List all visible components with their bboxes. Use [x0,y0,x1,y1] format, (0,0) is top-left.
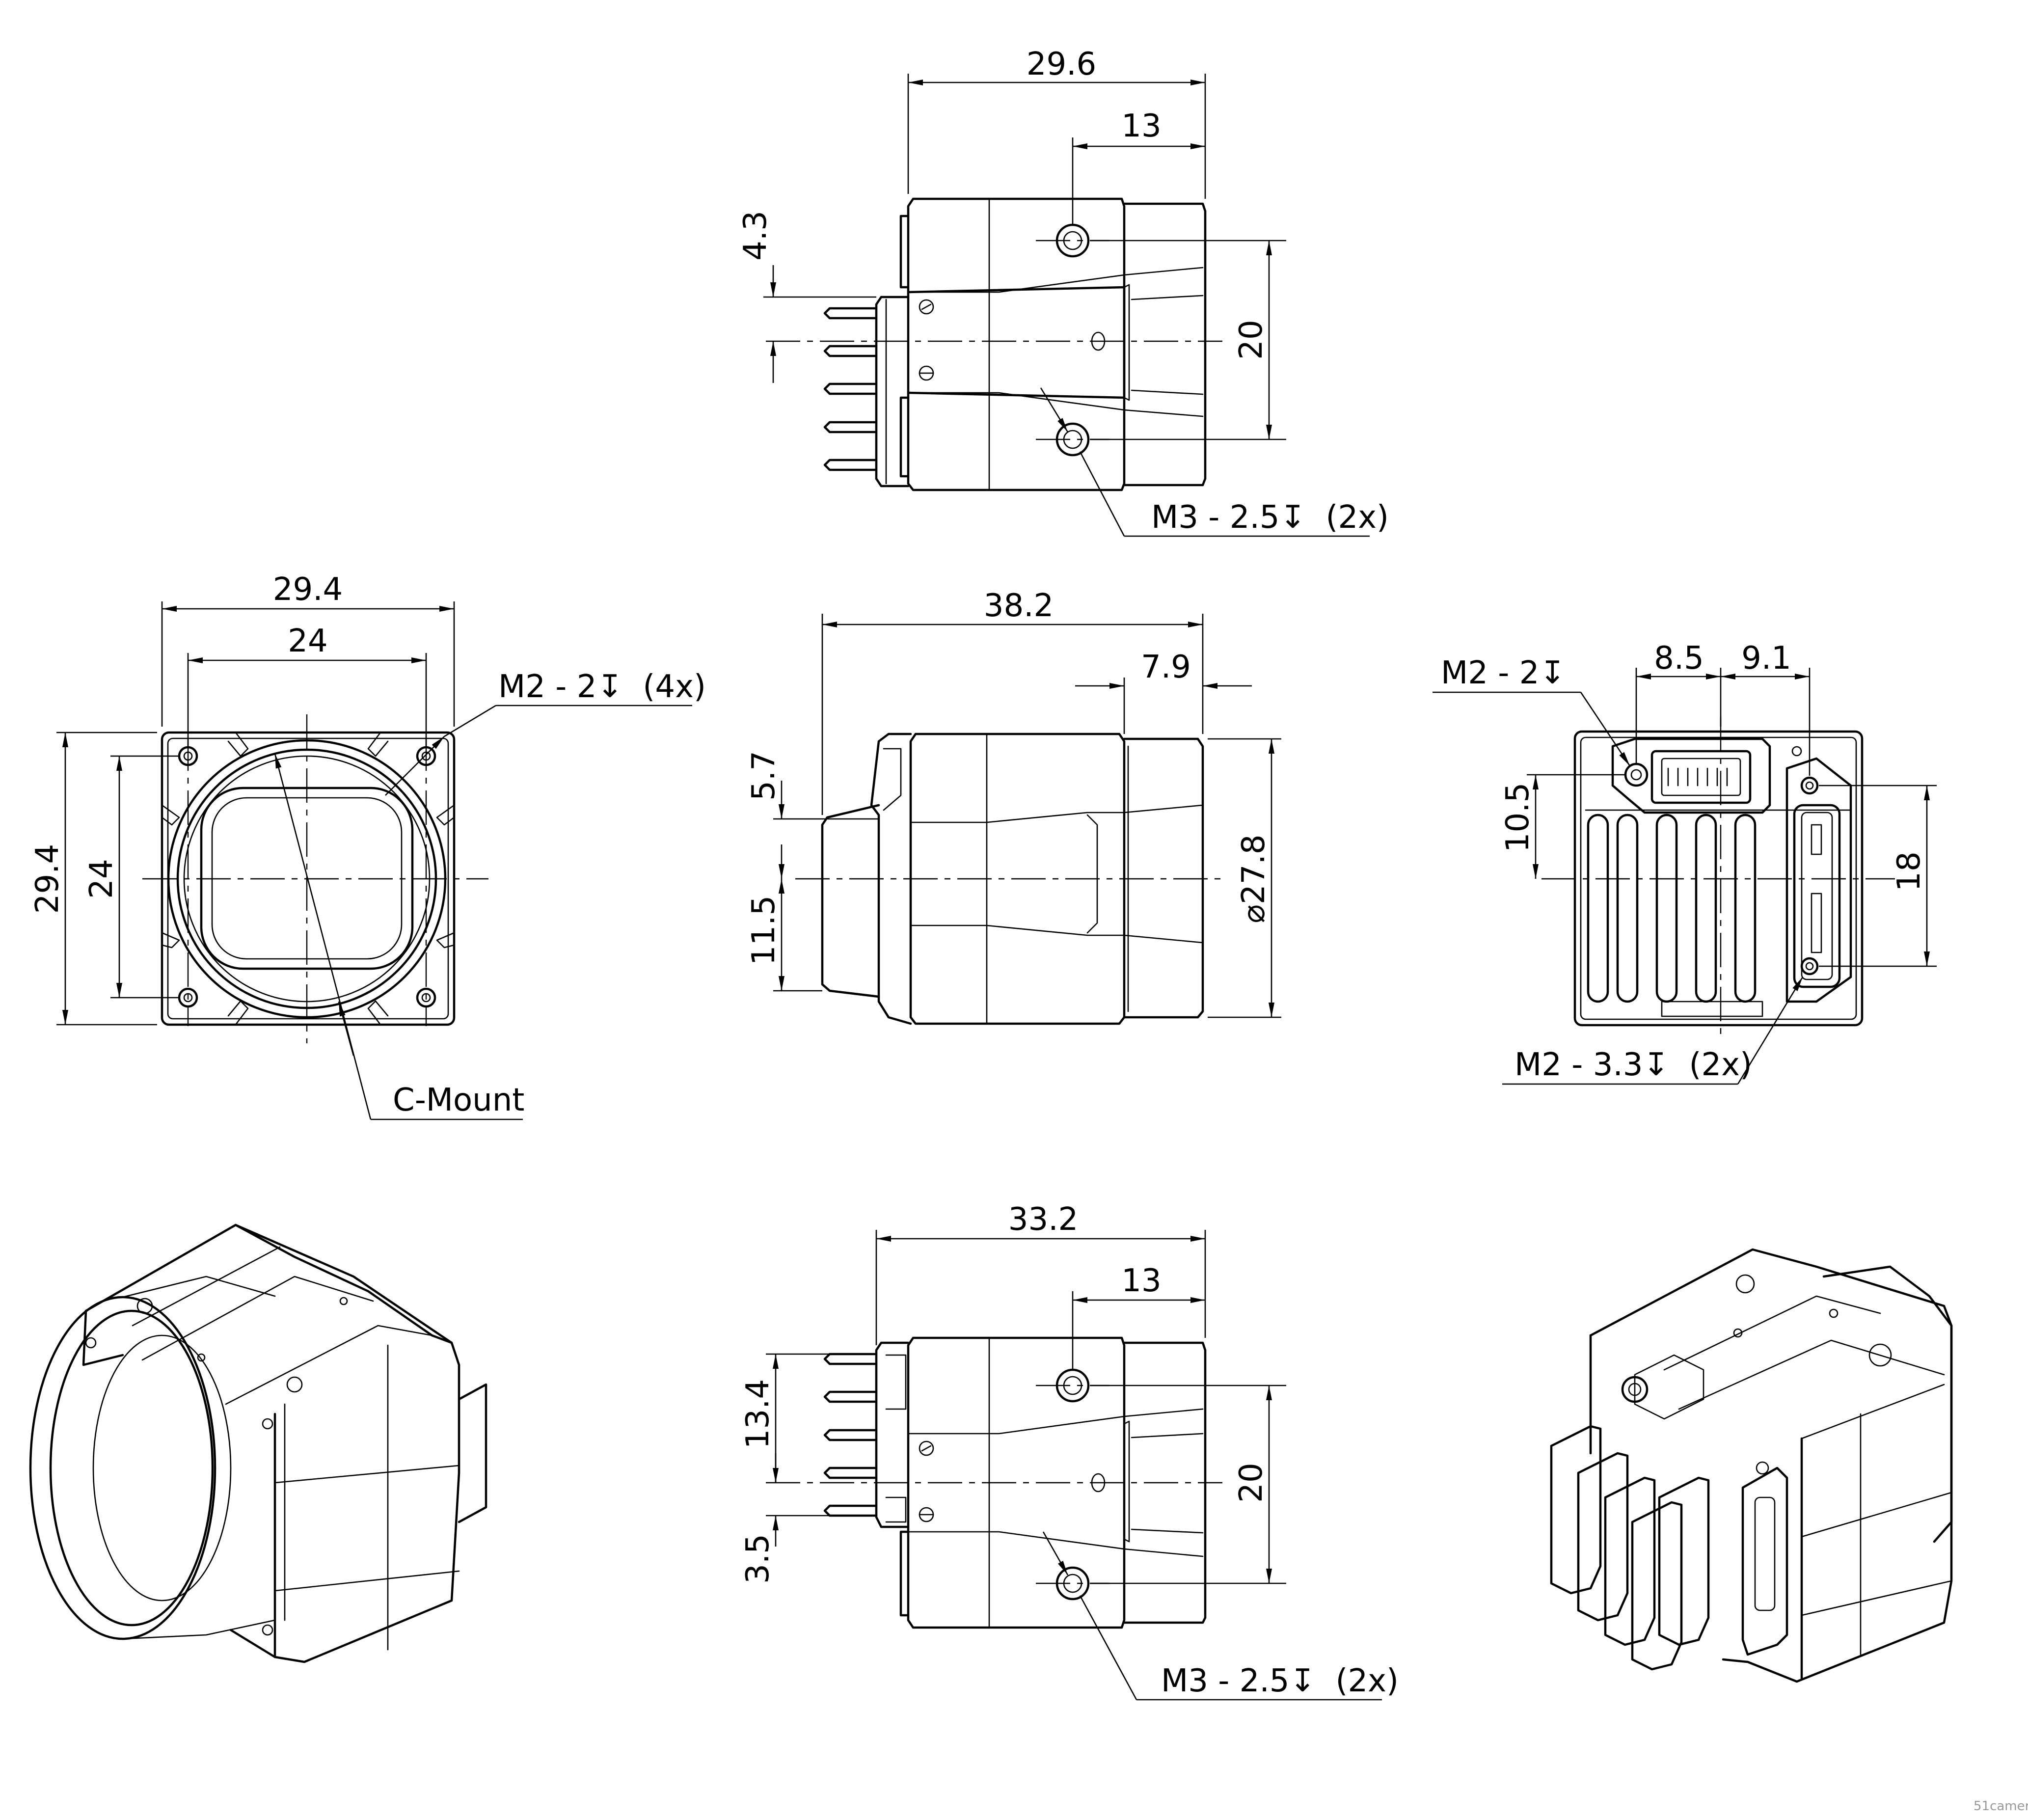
iso-fins [1550,1425,1710,1671]
bottom-dim-width: 33.2 [1008,1201,1079,1238]
connector-pins [823,307,878,471]
rear-view: 8.5 9.1 10.5 18 M2 - 2↧ M2 - 3.3↧ (2x) [1433,640,1937,1085]
side-view: 38.2 7.9 5.7 11.5 ⌀27.8 [746,588,1281,1025]
isometric-rear-view [1550,1248,1953,1683]
rear-dim-hole-spacing: 18 [1891,851,1927,891]
connector-contacts [1667,767,1728,787]
rear-thread-bottom: M2 - 3.3↧ (2x) [1514,1047,1752,1083]
top-dim-width: 29.6 [1027,46,1097,82]
top-dim-pin-offset: 4.3 [737,211,774,261]
bottom-view: 33.2 13 13.4 3.5 20 M3 - 2.5↧ (2x) [740,1201,1399,1701]
connector-pins [823,1353,878,1517]
top-thread-callout: M3 - 2.5↧ (2x) [1151,499,1389,536]
heatsink-fins [1587,814,1757,1003]
c-mount-label: C-Mount [393,1082,524,1118]
bottom-dim-hole-spacing: 20 [1233,1463,1270,1502]
rear-dim-connector: 8.5 [1654,640,1704,677]
front-dim-outer-height: 29.4 [29,844,66,914]
front-dim-outer-width: 29.4 [273,571,343,608]
rear-dim-vertical: 10.5 [1500,783,1536,853]
top-dim-hole-spacing: 20 [1233,320,1270,359]
side-dim-upper: 5.7 [746,751,782,801]
watermark: 51camera [1974,1799,2028,1814]
bottom-dim-pin-lower: 3.5 [740,1534,776,1584]
bottom-dim-offset: 13 [1121,1263,1161,1299]
bottom-thread-callout: M3 - 2.5↧ (2x) [1161,1663,1399,1699]
rear-thread-top: M2 - 2↧ [1441,655,1566,691]
side-dim-nose: 7.9 [1141,649,1191,685]
top-view: 29.6 13 4.3 20 M3 - 2.5↧ (2x) [737,46,1389,537]
front-view: 29.4 24 29.4 24 M2 - 2↧ (4x) C-Mount [29,571,706,1120]
side-dim-diameter: ⌀27.8 [1236,834,1272,923]
top-dim-offset: 13 [1121,108,1161,144]
side-dim-length: 38.2 [984,588,1054,624]
isometric-front-view [29,1223,487,1663]
front-dim-hole-height: 24 [83,859,120,898]
front-thread-callout: M2 - 2↧ (4x) [498,669,706,705]
front-dim-hole-width: 24 [288,623,327,659]
side-dim-lower: 11.5 [746,896,782,966]
rear-dim-usb: 9.1 [1741,640,1791,677]
bottom-dim-pin-upper: 13.4 [740,1379,776,1449]
